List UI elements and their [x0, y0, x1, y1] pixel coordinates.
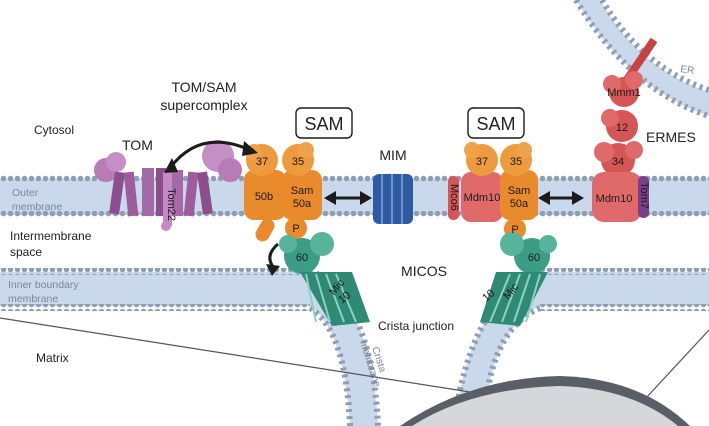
intermembrane-space-label-line1: Intermembrane	[10, 229, 92, 243]
er-label: ER	[680, 64, 695, 77]
sam-left-label: SAM	[304, 114, 343, 134]
tom-label: TOM	[122, 137, 153, 153]
mdm34-label: 34	[612, 156, 624, 168]
intermembrane-space-label-line2: space	[10, 245, 42, 259]
tom-sam-supercomplex-label-line1: TOM/SAM	[171, 79, 236, 95]
sam37-right-label: 37	[476, 156, 488, 168]
outer-membrane-label-line1: Outer	[12, 187, 39, 199]
sam50b-label: 50b	[255, 191, 273, 203]
mdm10-ermes-label: Mdm10	[596, 193, 633, 205]
inner-boundary-membrane-label-line2: membrane	[8, 293, 58, 305]
sam50a-left-label-line1: Sam	[291, 185, 314, 197]
crista-junction-label: Crista junction	[378, 319, 454, 333]
mitochondrion-inset	[0, 317, 709, 426]
mdm12-label: 12	[616, 122, 628, 134]
tom-sam-supercomplex-label-line2: supercomplex	[160, 97, 247, 113]
mim-complex	[373, 174, 413, 224]
inner-boundary-membrane-left	[0, 268, 310, 311]
mco6-label: Mco6	[448, 184, 460, 211]
ermes-complex	[592, 37, 658, 222]
outer-membrane-label-line2: membrane	[12, 201, 62, 213]
sam50a-right-label-line2: 50a	[510, 198, 529, 210]
micos-label: MICOS	[401, 263, 447, 279]
mdm10-sam-label: Mdm10	[464, 192, 501, 204]
tom-complex	[94, 140, 242, 231]
arrows	[164, 140, 584, 276]
mic60-left-label: 60	[296, 252, 308, 264]
mic60-right-label: 60	[528, 252, 540, 264]
inner-boundary-membrane-label-line1: Inner boundary	[8, 279, 79, 291]
inner-boundary-membrane-right	[540, 268, 709, 311]
mmm1-label: Mmm1	[607, 87, 641, 99]
mim-label: MIM	[379, 147, 406, 163]
matrix-label: Matrix	[36, 351, 69, 365]
sam35-left-label: 35	[292, 156, 304, 168]
sam-complex-left	[244, 142, 322, 242]
sam-left-box	[295, 107, 353, 139]
ermes-label: ERMES	[646, 129, 696, 145]
micos-complex-left	[279, 232, 370, 326]
sam-complex-right	[448, 142, 538, 240]
p-right-label: P	[511, 224, 518, 236]
sam37-left-label: 37	[256, 156, 268, 168]
sam50a-left-label-line2: 50a	[293, 198, 312, 210]
sam-right-label: SAM	[476, 114, 515, 134]
sam50a-right-label-line1: Sam	[508, 185, 531, 197]
cytosol-label: Cytosol	[34, 123, 74, 137]
tom22-label: Tom22	[165, 188, 177, 221]
sam35-right-label: 35	[510, 156, 522, 168]
tom7-label: Tom7	[638, 182, 650, 209]
p-left-label: P	[292, 223, 299, 235]
sam-right-box	[467, 107, 525, 139]
micos-complex-right	[480, 232, 557, 326]
